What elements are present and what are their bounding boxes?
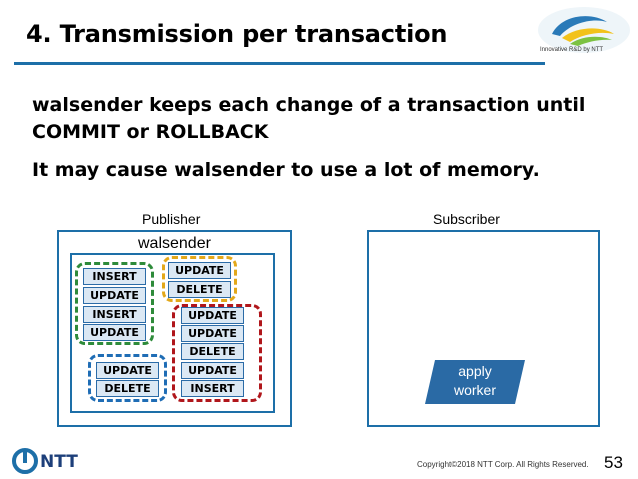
change-chip: DELETE bbox=[168, 281, 231, 298]
change-chip: DELETE bbox=[96, 380, 159, 397]
ntt-logo-icon bbox=[12, 448, 38, 474]
body-line-2: COMMIT or ROLLBACK bbox=[32, 121, 269, 143]
company-name: NTT bbox=[40, 452, 78, 472]
change-chip: DELETE bbox=[181, 343, 244, 360]
walsender-label: walsender bbox=[138, 235, 211, 252]
change-chip: INSERT bbox=[83, 268, 146, 285]
walsender-box bbox=[70, 253, 275, 413]
change-chip: UPDATE bbox=[181, 362, 244, 379]
transaction-group-blue bbox=[88, 354, 167, 402]
body-line-3: It may cause walsender to use a lot of m… bbox=[32, 159, 540, 181]
slide-title: 4. Transmission per transaction bbox=[26, 20, 448, 48]
change-chip: UPDATE bbox=[181, 307, 244, 324]
apply-worker-line-1: apply bbox=[458, 363, 492, 379]
ntt-swirl-logo-icon bbox=[538, 7, 630, 53]
apply-worker-line-2: worker bbox=[453, 382, 496, 398]
publisher-box bbox=[57, 230, 292, 427]
copyright: Copyright©2018 NTT Corp. All Rights Rese… bbox=[417, 460, 589, 469]
change-chip: UPDATE bbox=[96, 362, 159, 379]
logo-tagline: Innovative R&D by NTT bbox=[540, 47, 604, 53]
transaction-group-yellow bbox=[162, 256, 237, 302]
apply-worker-label: apply worker bbox=[425, 362, 525, 400]
change-chip: INSERT bbox=[181, 380, 244, 397]
publisher-label: Publisher bbox=[142, 211, 201, 227]
subscriber-label: Subscriber bbox=[433, 211, 500, 227]
transaction-group-green bbox=[75, 262, 154, 345]
title-underline bbox=[14, 62, 545, 65]
page-number: 53 bbox=[604, 453, 623, 472]
transaction-group-red bbox=[172, 304, 262, 402]
change-chip: INSERT bbox=[83, 306, 146, 323]
body-line-1: walsender keeps each change of a transac… bbox=[32, 94, 586, 116]
apply-worker-shape bbox=[425, 360, 525, 404]
change-chip: UPDATE bbox=[83, 287, 146, 304]
change-chip: UPDATE bbox=[83, 324, 146, 341]
subscriber-box bbox=[367, 230, 600, 427]
change-chip: UPDATE bbox=[168, 262, 231, 279]
change-chip: UPDATE bbox=[181, 325, 244, 342]
